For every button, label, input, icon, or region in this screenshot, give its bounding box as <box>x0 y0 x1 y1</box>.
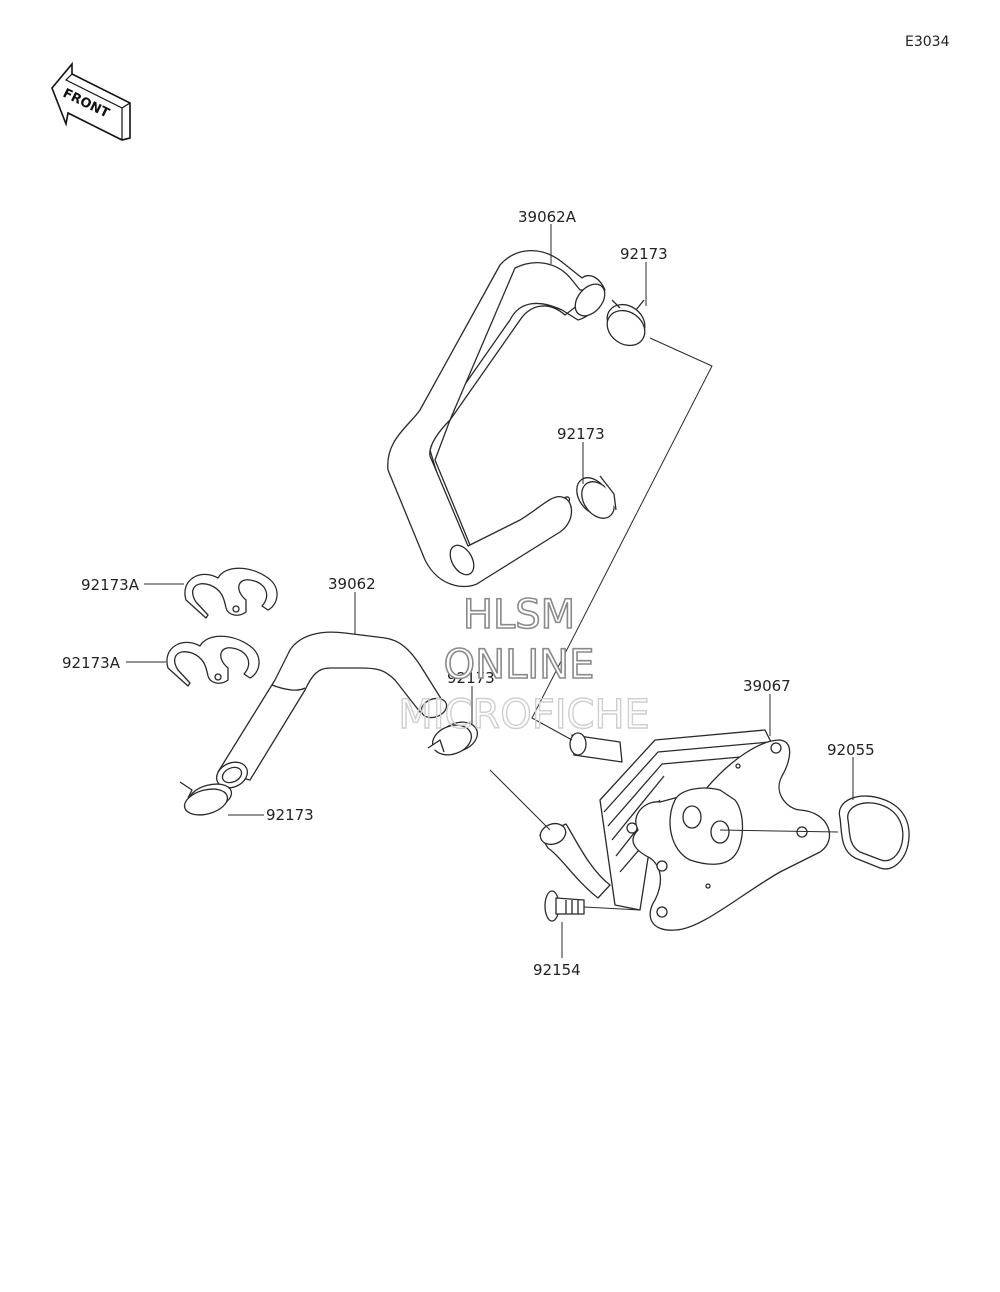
watermark-line3: MICROFICHE <box>398 692 650 738</box>
gasket-92055[interactable] <box>838 795 910 870</box>
oil-cooler-39067[interactable] <box>537 729 831 931</box>
clamp-92173-middle[interactable] <box>570 472 621 525</box>
label-92173a-upper: 92173A <box>81 576 140 594</box>
hose-39062[interactable] <box>212 631 449 792</box>
callout-labels: 39062A 92173 92173 92173A 92173A 39062 9… <box>62 208 875 979</box>
diagram-code: E3034 <box>905 34 950 50</box>
label-92173-upper: 92173 <box>620 245 668 263</box>
hose-39062a[interactable] <box>387 250 611 588</box>
watermark-line2: ONLINE <box>444 642 595 688</box>
label-92055: 92055 <box>827 741 875 759</box>
label-92173a-lower: 92173A <box>62 654 121 672</box>
watermark-line1: HLSM <box>463 592 575 638</box>
clamp-92173-upper[interactable] <box>600 297 651 352</box>
label-92173-lower-middle: 92173 <box>447 669 495 687</box>
label-39062a: 39062A <box>518 208 577 226</box>
label-39067: 39067 <box>743 677 791 695</box>
bolt-92154[interactable] <box>544 890 585 922</box>
watermark: HLSM ONLINE MICROFICHE <box>397 591 650 739</box>
label-92173-lower-end: 92173 <box>266 806 314 824</box>
label-39062: 39062 <box>328 575 376 593</box>
leader-lines <box>126 224 854 958</box>
clip-92173a-lower[interactable] <box>166 635 260 687</box>
clamp-92173-lower-middle[interactable] <box>427 717 482 760</box>
label-92173-middle: 92173 <box>557 425 605 443</box>
label-92154: 92154 <box>533 961 581 979</box>
clip-92173a-upper[interactable] <box>184 567 278 619</box>
clamp-92173-lower-end[interactable] <box>179 780 234 820</box>
front-arrow-icon: FRONT <box>51 61 131 141</box>
